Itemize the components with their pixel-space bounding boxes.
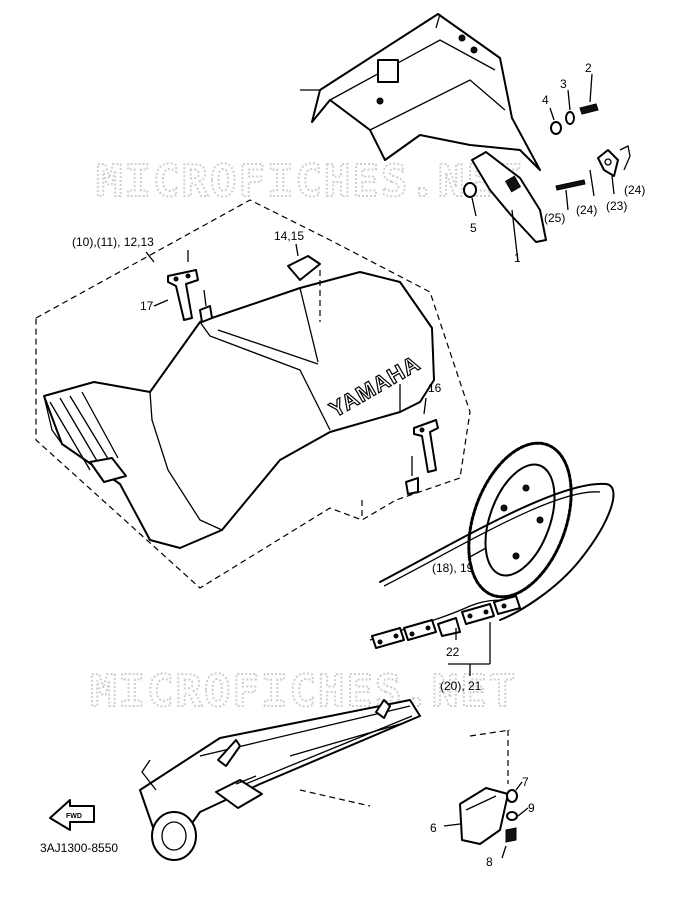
label-seat-lock: 14,15 (274, 229, 304, 243)
label-part-2: 2 (585, 61, 592, 75)
label-chain: (20), 21 (440, 679, 482, 693)
watermark-top: MICROFICHES.NET (96, 156, 523, 207)
watermark-bottom: MICROFICHES.NET (90, 666, 517, 717)
chain-links (371, 595, 521, 649)
rear-sprocket: (18), 19 (432, 441, 573, 599)
label-part-9: 9 (528, 801, 535, 815)
label-seat-group: (10),(11), 12,13 (72, 235, 154, 249)
chain-case-hardware: 6 7 9 8 (430, 775, 535, 869)
label-part-25: (25) (544, 211, 565, 225)
label-part-5: 5 (470, 221, 477, 235)
swingarm (139, 699, 511, 861)
seat-labels: (10),(11), 12,13 14,15 17 16 (72, 229, 442, 495)
seat-assembly: YAMAHA (43, 255, 435, 549)
seat-group-outline (35, 199, 471, 589)
label-part-4: 4 (542, 93, 549, 107)
label-part-3: 3 (560, 77, 567, 91)
label-part-8: 8 (486, 855, 493, 869)
label-part-17: 17 (140, 299, 154, 313)
drive-chain: 22 (20), 21 (369, 482, 615, 693)
label-part-1: 1 (514, 251, 521, 265)
label-part-7: 7 (522, 775, 529, 789)
label-part-16: 16 (428, 381, 442, 395)
label-part-23: (23) (606, 199, 627, 213)
label-part-22: 22 (446, 645, 460, 659)
label-part-24b: (24) (576, 203, 597, 217)
mud-flap-part-1: 1 (471, 151, 547, 265)
rear-fender-bracket (300, 13, 541, 171)
forward-arrow-text: FWD (66, 813, 82, 820)
forward-arrow-icon: FWD (49, 799, 95, 831)
hardware-2-3-4-5: 2 3 4 5 (463, 61, 599, 235)
label-sprocket: (18), 19 (432, 561, 474, 575)
label-part-6: 6 (430, 821, 437, 835)
label-part-24a: (24) (624, 183, 645, 197)
reflector-assembly: (23) (24) (24) (25) (544, 145, 645, 225)
catalog-code: 3AJ1300-8550 (40, 841, 118, 855)
